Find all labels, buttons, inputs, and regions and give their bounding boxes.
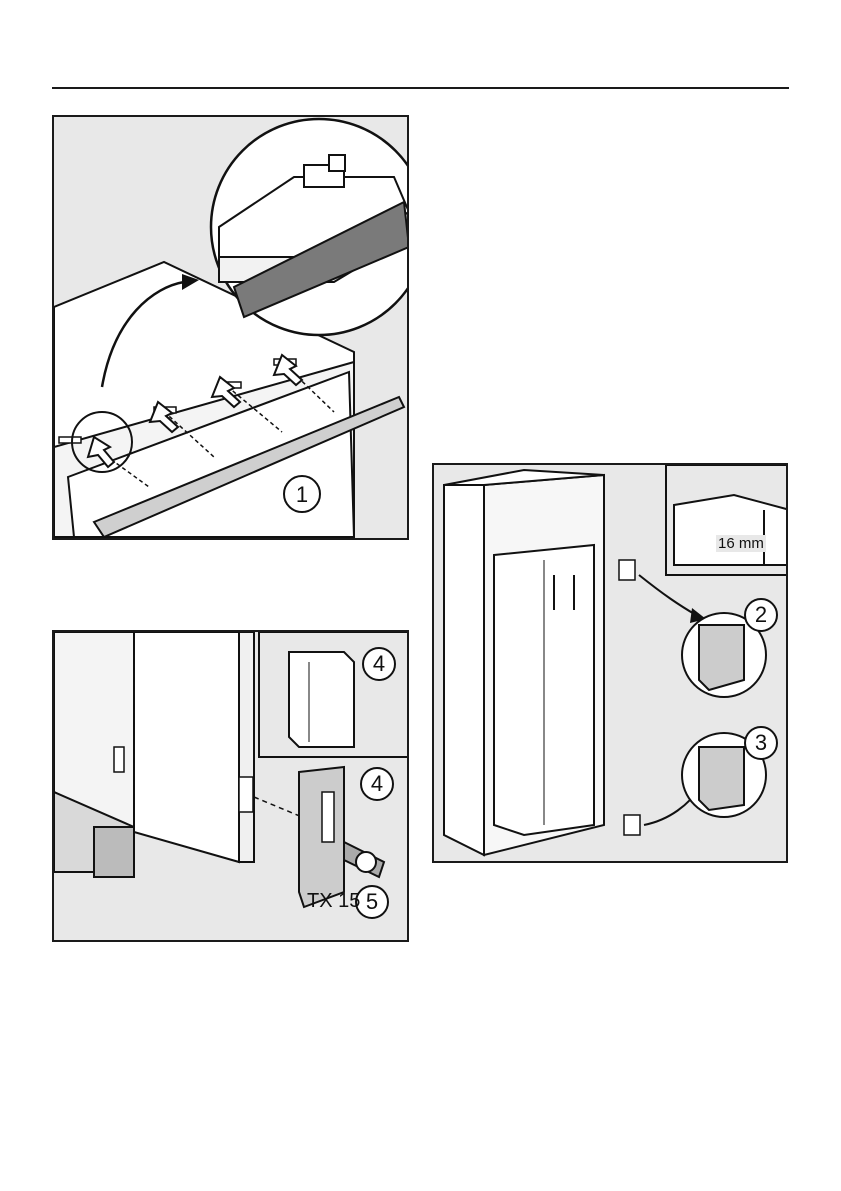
- callout-badge-3: 3: [434, 465, 788, 863]
- illustration-panel-strip: 1: [52, 115, 409, 540]
- illustration-panel-hinge: 4 4 5 TX 15: [52, 630, 409, 942]
- callout-label: 3: [755, 730, 767, 755]
- measurement-label: 16 mm: [716, 535, 766, 552]
- header-rule: [52, 87, 789, 89]
- tool-label: TX 15: [307, 890, 360, 913]
- callout-label: 5: [366, 889, 378, 914]
- callout-badge-1: 1: [54, 117, 409, 540]
- illustration-panel-appliance: 2 3 16 mm: [432, 463, 788, 863]
- callout-label: 1: [296, 482, 308, 507]
